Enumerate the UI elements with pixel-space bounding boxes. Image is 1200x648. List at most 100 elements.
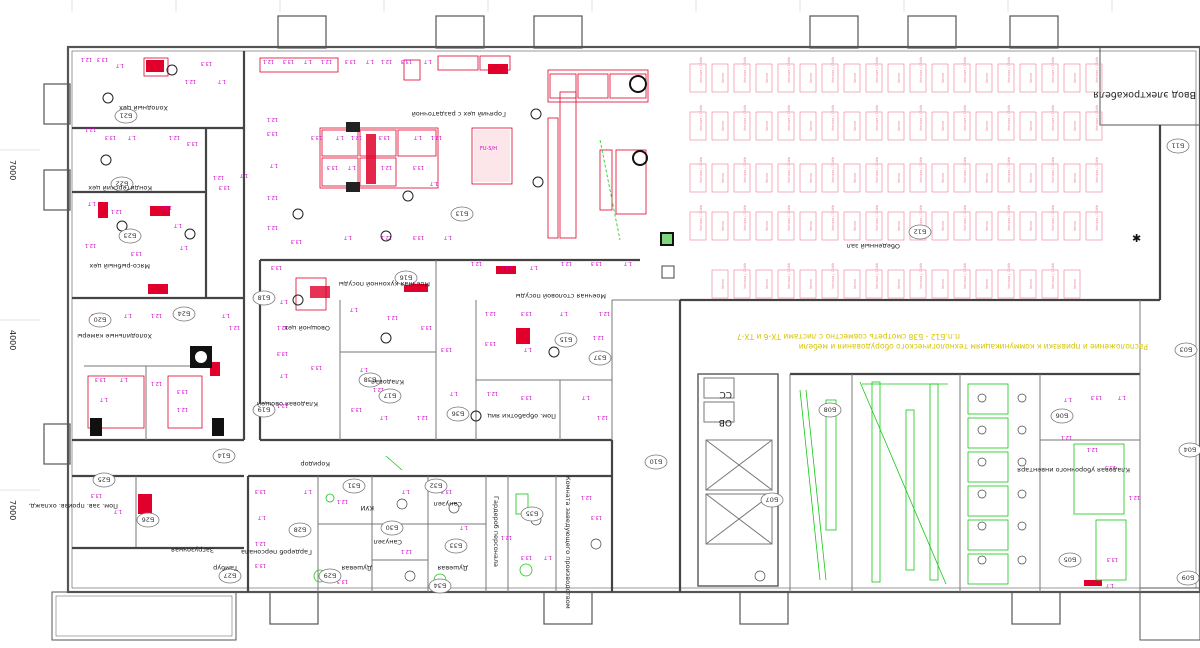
room-id: Б20 [94, 316, 107, 324]
dining-table [975, 269, 993, 299]
dining-table-tag: Vernazz | 15dlb [875, 57, 879, 83]
shaft-ov: ОВ [719, 417, 732, 427]
dining-table [777, 111, 795, 141]
room-id: Б06 [1056, 412, 1069, 420]
dining-table [953, 269, 971, 299]
dining-table [1085, 63, 1103, 93]
dining-table [777, 269, 795, 299]
dining-table-tag: Vernazz | 15dlb [1007, 205, 1011, 231]
dining-table [865, 163, 883, 193]
room-id: Б27 [224, 572, 237, 580]
dining-table [887, 111, 905, 141]
equipment-tag: 1.7 [1064, 396, 1072, 402]
room-badge [424, 478, 448, 494]
room-label-b22: Кондитерский цех [88, 184, 152, 192]
dining-table-tag: Neron [853, 221, 857, 231]
dining-table [689, 63, 707, 93]
hazard-symbols: ✱ [90, 75, 1141, 436]
room-badge [394, 270, 418, 286]
dining-table [1041, 163, 1059, 193]
equipment-tag: 12.1 [387, 314, 398, 320]
dining-table [997, 63, 1015, 93]
dining-table-tag: Vernazz | 15dlb [963, 157, 967, 183]
equipment-tag: 12.1 [597, 414, 608, 420]
dining-table-tag: Neron [1029, 73, 1033, 83]
equipment-tag: 13.3 [201, 60, 212, 66]
equipment-tag: 13.3 [267, 130, 278, 136]
dining-table-tag: Vernazz | 15dlb [1051, 263, 1055, 289]
room-label-b29: Душевая [341, 564, 372, 572]
equipment-tag: 13.3 [187, 140, 198, 146]
dining-table-tag: Neron [721, 73, 725, 83]
dining-table-tag: Neron [765, 121, 769, 131]
equipment-tag: 13.3 [277, 350, 288, 356]
equipment-tag: 1.7 [88, 200, 96, 206]
equipment-tag: 13.3 [271, 264, 282, 270]
equipment-tag: 13.3 [283, 58, 294, 64]
dining-table-tag: Neron [809, 279, 813, 289]
room-badge [644, 454, 668, 470]
dining-table [733, 269, 751, 299]
equipment-tag: 12.1 [185, 78, 196, 84]
dining-table-tag: Neron [765, 73, 769, 83]
dining-table-tag: Vernazz | 15dlb [787, 105, 791, 131]
entrance-label: Ввод электрокабеля [1093, 89, 1196, 100]
equipment-tag: 1.7 [258, 514, 266, 520]
equipment-tag: 13.3 [441, 488, 452, 494]
equipment-tag: 12.1 [401, 548, 412, 554]
room-badge [760, 492, 784, 508]
dining-table [997, 111, 1015, 141]
dining-table-tag: Neron [985, 121, 989, 131]
dimension-label-1: 7000 [8, 160, 17, 180]
dining-table-tag: Neron [1029, 121, 1033, 131]
dining-table [887, 163, 905, 193]
equipment-tag: 13.3 [311, 364, 322, 370]
room-badges: Б11Б12Б13Б14Б15Б16Б17Б18Б19Б20Б21Б22Б23Б… [88, 108, 1200, 594]
dining-table [953, 211, 971, 241]
equipment-tag: 12.1 [599, 310, 610, 316]
dining-table-tag: Neron [897, 173, 901, 183]
plumbing-fixtures [313, 139, 1127, 587]
equipment-tag: 1.7 [116, 62, 124, 68]
room-id: Б16 [400, 274, 413, 282]
dining-table-tag: Neron [765, 221, 769, 231]
dining-table-tag: Vernazz | 15dlb [1095, 105, 1099, 131]
dining-table-tag: Neron [809, 121, 813, 131]
room-badge [380, 520, 404, 536]
dining-table-tag: Vernazz | 15dlb [875, 105, 879, 131]
equipment-tag: 13.3 [485, 340, 496, 346]
dining-table-tag: Vernazz | 15dlb [699, 57, 703, 83]
dining-table [953, 63, 971, 93]
room-label-b14: Коридор [300, 460, 330, 468]
dining-table [1041, 211, 1059, 241]
room-label-b32: Санузел [434, 500, 462, 508]
room-badge [110, 176, 134, 192]
room-id: Б34 [434, 582, 447, 590]
dining-table [865, 111, 883, 141]
equipment-tag: 1.7 [460, 524, 468, 530]
dining-table-tag: Vernazz | 15dlb [963, 263, 967, 289]
equipment-tag: 13.3 [105, 134, 116, 140]
dining-table-tag: Vernazz | 15dlb [919, 57, 923, 83]
dining-table [1063, 63, 1081, 93]
dimension-label-2: 4000 [8, 330, 17, 350]
dining-table [689, 111, 707, 141]
dining-table [843, 269, 861, 299]
dining-table [821, 111, 839, 141]
dining-table-tag: Neron [809, 173, 813, 183]
room-label-b38: Горячий цех с раздаточной [412, 110, 506, 118]
dining-table [1019, 63, 1037, 93]
equipment-tag: 1.7 [344, 234, 352, 240]
equipment-tag: 1.7 [624, 260, 632, 266]
round-fixtures [396, 393, 1027, 582]
room-label-b23: Мясо-рыбный цех [89, 262, 150, 270]
dining-table-tag: Vernazz | 15dlb [743, 263, 747, 289]
dining-table-tag: Vernazz | 15dlb [787, 205, 791, 231]
dining-table-tag: Neron [853, 121, 857, 131]
dining-table-tag: Vernazz | 15dlb [1051, 57, 1055, 83]
dining-table-tag: Neron [985, 173, 989, 183]
dining-table [931, 111, 949, 141]
equipment-tag: 1.7 [1106, 582, 1114, 588]
room-id: Б21 [120, 112, 133, 120]
dining-table-tag: Vernazz | 15dlb [699, 157, 703, 183]
